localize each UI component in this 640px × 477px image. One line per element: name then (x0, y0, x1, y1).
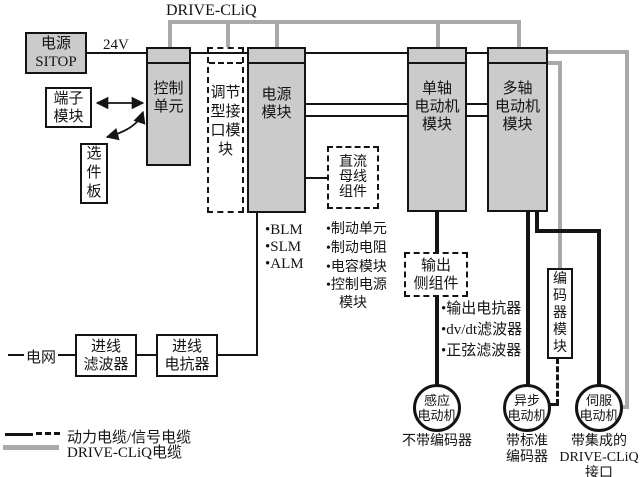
power-cable-multi-to-servo-v1 (535, 212, 539, 232)
dc-bus-component-list: 制动单元 制动电阻 电容模块 控制电源 模块 (326, 220, 387, 313)
single-axis-header-band (409, 49, 465, 64)
ac-line-up-power-module (256, 213, 258, 355)
dc-bus-components-box: 直流 母线 组件 (327, 146, 379, 209)
list-item: 制动单元 (326, 220, 387, 239)
interface-module-label: 调节 型接 口模 块 (210, 85, 241, 158)
drive-cliq-cable-servo-v (625, 50, 629, 409)
control-unit-label: 控制 单元 (153, 81, 184, 115)
drive-cliq-drop-multi-axis (517, 20, 521, 47)
legend-dcliq-cable-label: DRIVE-CLiQ电缆 (67, 445, 182, 461)
induction-motor-circle: 感应 电动机 (413, 384, 461, 432)
encoder-module-label: 编 码 器 模 块 (553, 272, 567, 355)
list-item: 正弦滤波器 (441, 341, 522, 362)
multi-axis-label: 多轴 电动机 模块 (494, 81, 540, 133)
supply-24v-label: 24V (103, 37, 129, 53)
multi-axis-motor-module: 多轴 电动机 模块 (487, 47, 548, 212)
list-item: 输出电抗器 (441, 299, 522, 320)
sitop-power-supply-box: 电源 SITOP (25, 32, 87, 74)
power-cable-multi-to-servo-v2 (597, 229, 601, 386)
servo-motor-caption: 带集成的 DRIVE-CLiQ 接口 (559, 434, 639, 477)
line-filter-box: 进线 滤波器 (75, 334, 137, 377)
multi-axis-header-band (489, 49, 546, 64)
power-module-label: 电源 模块 (261, 87, 292, 121)
legend-solid-line-sample (5, 433, 33, 436)
list-item: 控制电源 模块 (326, 277, 387, 313)
async-motor-caption: 带标准 编码器 (506, 434, 548, 465)
option-board-arrow (105, 110, 146, 141)
list-item: SLM (265, 239, 304, 256)
power-line-module: 电源 模块 (247, 47, 306, 213)
control-unit-header-band (148, 49, 189, 64)
terminal-module-box: 端子 模块 (45, 87, 92, 128)
drive-cliq-cable-servo-h (548, 50, 629, 54)
output-component-list: 输出电抗器 dv/dt滤波器 正弦滤波器 (441, 299, 522, 362)
list-item: 制动电阻 (326, 239, 387, 258)
power-module-type-list: BLM SLM ALM (265, 222, 304, 273)
dc-bus-components-label: 直流 母线 组件 (339, 155, 367, 200)
list-item: ALM (265, 256, 303, 273)
sitop-label: 电源 SITOP (35, 36, 77, 70)
dc-bus-line-1a (306, 103, 407, 105)
drive-cliq-drop-power-module (275, 20, 279, 47)
dc-bus-line-2b (466, 115, 487, 117)
async-motor-circle: 异步 电动机 (503, 384, 551, 432)
induction-motor-caption: 不带编码器 (402, 434, 472, 449)
supply-line-sitop-cu (87, 52, 146, 54)
supply-line-power-single (306, 52, 407, 54)
drive-cliq-bus-label: DRIVE-CLiQ (166, 2, 257, 19)
option-board-label: 选 件 板 (86, 146, 102, 200)
line-filter-label: 进线 滤波器 (83, 338, 129, 373)
ac-line-reactor-corner (218, 354, 258, 356)
legend-power-cable-label: 动力电缆/信号电缆 (67, 430, 192, 446)
power-module-header-band (249, 49, 304, 64)
interface-header-band (209, 49, 242, 64)
drive-cliq-bus-line (168, 20, 521, 24)
drive-cliq-drop-single-axis (436, 20, 440, 47)
interface-module-box: 调节 型接 口模 块 (207, 47, 244, 213)
legend-dashed-line-sample (36, 432, 60, 435)
drive-cliq-cable-encoder-h (548, 61, 562, 65)
drive-cliq-cable-encoder-v (558, 61, 562, 270)
legend-gray-line-sample (3, 445, 59, 450)
encoder-module-box: 编 码 器 模 块 (547, 268, 573, 359)
power-cable-multi-to-servo-h (535, 229, 601, 233)
single-axis-label: 单轴 电动机 模块 (414, 81, 460, 133)
output-side-components-label: 输出 侧组件 (413, 257, 459, 292)
output-side-components-box: 输出 侧组件 (404, 252, 468, 297)
single-axis-motor-module: 单轴 电动机 模块 (407, 47, 467, 212)
dc-components-connector (306, 177, 327, 179)
supply-line-single-multi (466, 52, 487, 54)
power-cable-output-to-induction (435, 294, 439, 386)
drive-cliq-drop-control-unit (168, 20, 172, 47)
power-cable-single-to-output (435, 212, 439, 254)
list-item: 电容模块 (326, 258, 387, 277)
drive-cliq-drop-interface (226, 20, 230, 47)
list-item: BLM (265, 222, 304, 239)
dc-bus-line-1b (466, 103, 487, 105)
list-item: dv/dt滤波器 (441, 320, 522, 341)
line-reactor-box: 进线 电抗器 (156, 334, 218, 377)
control-unit-module: 控制 单元 (146, 47, 191, 166)
option-board-box: 选 件 板 (80, 143, 108, 204)
line-reactor-label: 进线 电抗器 (164, 338, 210, 373)
dc-bus-line-2a (306, 115, 407, 117)
ac-line-filter-reactor (137, 354, 156, 356)
power-cable-multi-to-async (526, 212, 530, 386)
encoder-signal-cable-v (556, 358, 559, 405)
servo-motor-circle: 伺服 电动机 (575, 384, 623, 432)
grid-label: 电网 (24, 346, 59, 367)
terminal-module-label: 端子 模块 (53, 90, 84, 125)
encoder-signal-cable-h (549, 403, 559, 406)
supply-line-cu-power (191, 52, 247, 54)
drive-cliq-cable-servo-end (622, 405, 629, 409)
